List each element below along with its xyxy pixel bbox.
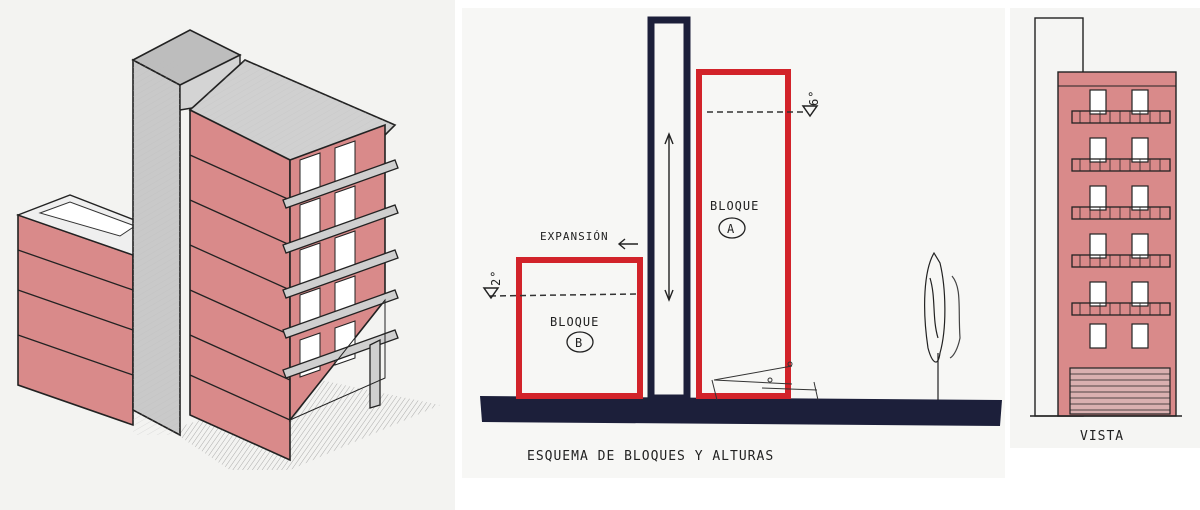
block-a-label: BLOQUE	[710, 199, 759, 213]
block-b-letter: B	[575, 336, 583, 350]
level-label-b: 2°	[489, 270, 503, 286]
elevation-ground-gate	[1069, 367, 1171, 415]
block-a-outline	[696, 69, 791, 399]
block-b-circle	[566, 331, 594, 353]
facade-elevation-sketch: VISTA	[1030, 17, 1182, 444]
balcony-slab	[282, 329, 399, 379]
main-block-front	[189, 108, 291, 462]
balcony-slab	[282, 159, 399, 209]
block-height-scheme: 6° 2° EXPANSIÓN BLOQUE A BLOQUE B	[480, 16, 1002, 464]
elevation-facade	[1057, 71, 1177, 417]
isometric-sketch-panel	[0, 0, 455, 510]
scheme-caption: ESQUEMA DE BLOQUES Y ALTURAS	[527, 449, 774, 464]
ground-line	[480, 396, 1002, 426]
balcony-slab	[282, 289, 399, 339]
balcony-slab	[282, 249, 399, 299]
elevation-view-panel: VISTA	[1010, 8, 1200, 448]
level-label-a: 6°	[807, 90, 821, 106]
tree-sketch	[924, 251, 961, 400]
block-a-letter: A	[727, 222, 735, 236]
level-line-b	[489, 293, 638, 297]
block-b-outline	[516, 257, 643, 399]
balcony-slab	[282, 204, 399, 254]
block-b-label: BLOQUE	[550, 315, 599, 329]
block-a-circle	[718, 217, 746, 239]
level-marker-b	[482, 287, 500, 300]
people-sketch	[711, 361, 819, 401]
level-marker-a	[801, 105, 819, 118]
elevation-balconies	[1071, 110, 1171, 316]
isometric-building-sketch	[15, 29, 440, 470]
block-scheme-panel: 6° 2° EXPANSIÓN BLOQUE A BLOQUE B	[462, 8, 1005, 478]
elevation-windows	[1089, 89, 1149, 349]
expansion-label: EXPANSIÓN	[540, 230, 609, 243]
vista-caption: VISTA	[1080, 429, 1124, 444]
